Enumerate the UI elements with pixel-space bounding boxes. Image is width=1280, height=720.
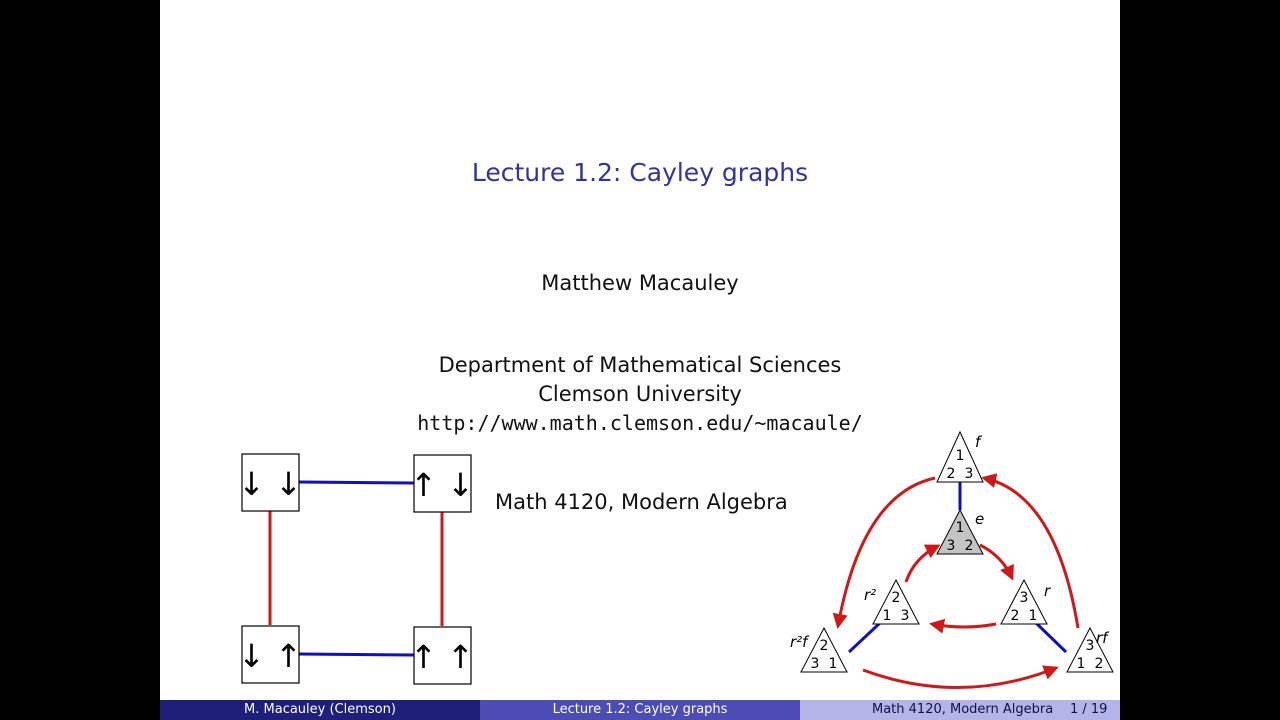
triangle-node-e: 1 3 2 e bbox=[936, 508, 984, 555]
svg-text:2: 2 bbox=[1095, 656, 1104, 672]
author-name: Matthew Macauley bbox=[541, 271, 739, 295]
spin-arrows: ↑ ↓ bbox=[410, 466, 474, 504]
slide: Lecture 1.2: Cayley graphs Matthew Macau… bbox=[160, 0, 1120, 720]
svg-text:1: 1 bbox=[883, 608, 892, 624]
node-label-r2f: r²f bbox=[790, 633, 810, 651]
footer-author: M. Macauley (Clemson) bbox=[160, 700, 480, 720]
page-number: 1 / 19 bbox=[1070, 702, 1108, 717]
slide-title: Lecture 1.2: Cayley graphs bbox=[471, 158, 809, 187]
edge-red-r2-e bbox=[904, 544, 941, 583]
svg-text:2: 2 bbox=[965, 538, 974, 554]
department: Department of Mathematical Sciences bbox=[438, 353, 842, 377]
edge-blue-bottom bbox=[298, 652, 415, 657]
spin-node-bottom-left: ↓ ↑ bbox=[240, 625, 302, 684]
svg-text:2: 2 bbox=[892, 590, 901, 606]
svg-text:1: 1 bbox=[1029, 608, 1038, 624]
node-label-e: e bbox=[975, 510, 984, 528]
footer-course: Math 4120, Modern Algebra bbox=[872, 702, 1054, 717]
edge-red-r2f-rf bbox=[862, 665, 1059, 689]
svg-text:2: 2 bbox=[820, 638, 829, 654]
spin-node-top-left: ↓ ↓ bbox=[240, 453, 302, 512]
edge-red-rf-f bbox=[981, 473, 1080, 629]
edge-red-r-r2 bbox=[929, 618, 997, 634]
svg-text:3: 3 bbox=[811, 656, 820, 672]
edge-red-f-r2f bbox=[832, 476, 936, 629]
svg-text:3: 3 bbox=[1020, 590, 1029, 606]
node-label-r2: r² bbox=[864, 586, 876, 604]
svg-text:1: 1 bbox=[1077, 656, 1086, 672]
author-url: http://www.math.clemson.edu/~macaule/ bbox=[417, 411, 863, 435]
d3-cayley-graph: 1 2 3 f 1 3 2 e 3 2 1 r 2 1 3 r² 2 bbox=[790, 430, 1114, 689]
edge-blue-top bbox=[298, 480, 415, 485]
edge-blue-r-rf bbox=[1033, 620, 1068, 654]
spin-cayley-graph: ↓ ↓ ↑ ↓ ↓ ↑ ↑ ↑ bbox=[240, 453, 474, 685]
triangle-node-r: 3 2 1 r bbox=[1000, 578, 1051, 625]
triangle-node-r2f: 2 3 1 r²f bbox=[790, 626, 848, 673]
spin-arrows: ↓ ↑ bbox=[240, 637, 302, 675]
footer-lecture-title: Lecture 1.2: Cayley graphs bbox=[480, 700, 800, 720]
triangle-node-f: 1 2 3 f bbox=[936, 430, 984, 483]
svg-text:2: 2 bbox=[947, 466, 956, 482]
edge-red-e-r bbox=[979, 543, 1014, 581]
svg-text:3: 3 bbox=[1086, 638, 1095, 654]
triangle-node-r2: 2 1 3 r² bbox=[864, 578, 920, 625]
university: Clemson University bbox=[538, 382, 742, 406]
spin-arrows: ↑ ↑ bbox=[410, 638, 474, 676]
spin-node-top-right: ↑ ↓ bbox=[410, 454, 474, 513]
triangle-node-rf: 3 1 2 rf bbox=[1066, 626, 1114, 673]
svg-text:3: 3 bbox=[901, 608, 910, 624]
node-label-r: r bbox=[1044, 582, 1051, 600]
node-label-f: f bbox=[975, 433, 983, 451]
course-name: Math 4120, Modern Algebra bbox=[495, 490, 788, 514]
footer-bar: M. Macauley (Clemson) Lecture 1.2: Cayle… bbox=[160, 700, 1120, 720]
svg-text:3: 3 bbox=[965, 466, 974, 482]
svg-text:1: 1 bbox=[956, 448, 965, 464]
svg-text:1: 1 bbox=[956, 520, 965, 536]
svg-text:3: 3 bbox=[947, 538, 956, 554]
footer-right: Math 4120, Modern Algebra 1 / 19 bbox=[800, 700, 1120, 720]
edge-blue-r2-r2f bbox=[847, 620, 883, 654]
node-label-rf: rf bbox=[1096, 629, 1110, 647]
spin-node-bottom-right: ↑ ↑ bbox=[410, 626, 474, 685]
svg-text:2: 2 bbox=[1011, 608, 1020, 624]
spin-arrows: ↓ ↓ bbox=[240, 465, 302, 503]
svg-text:1: 1 bbox=[829, 656, 838, 672]
